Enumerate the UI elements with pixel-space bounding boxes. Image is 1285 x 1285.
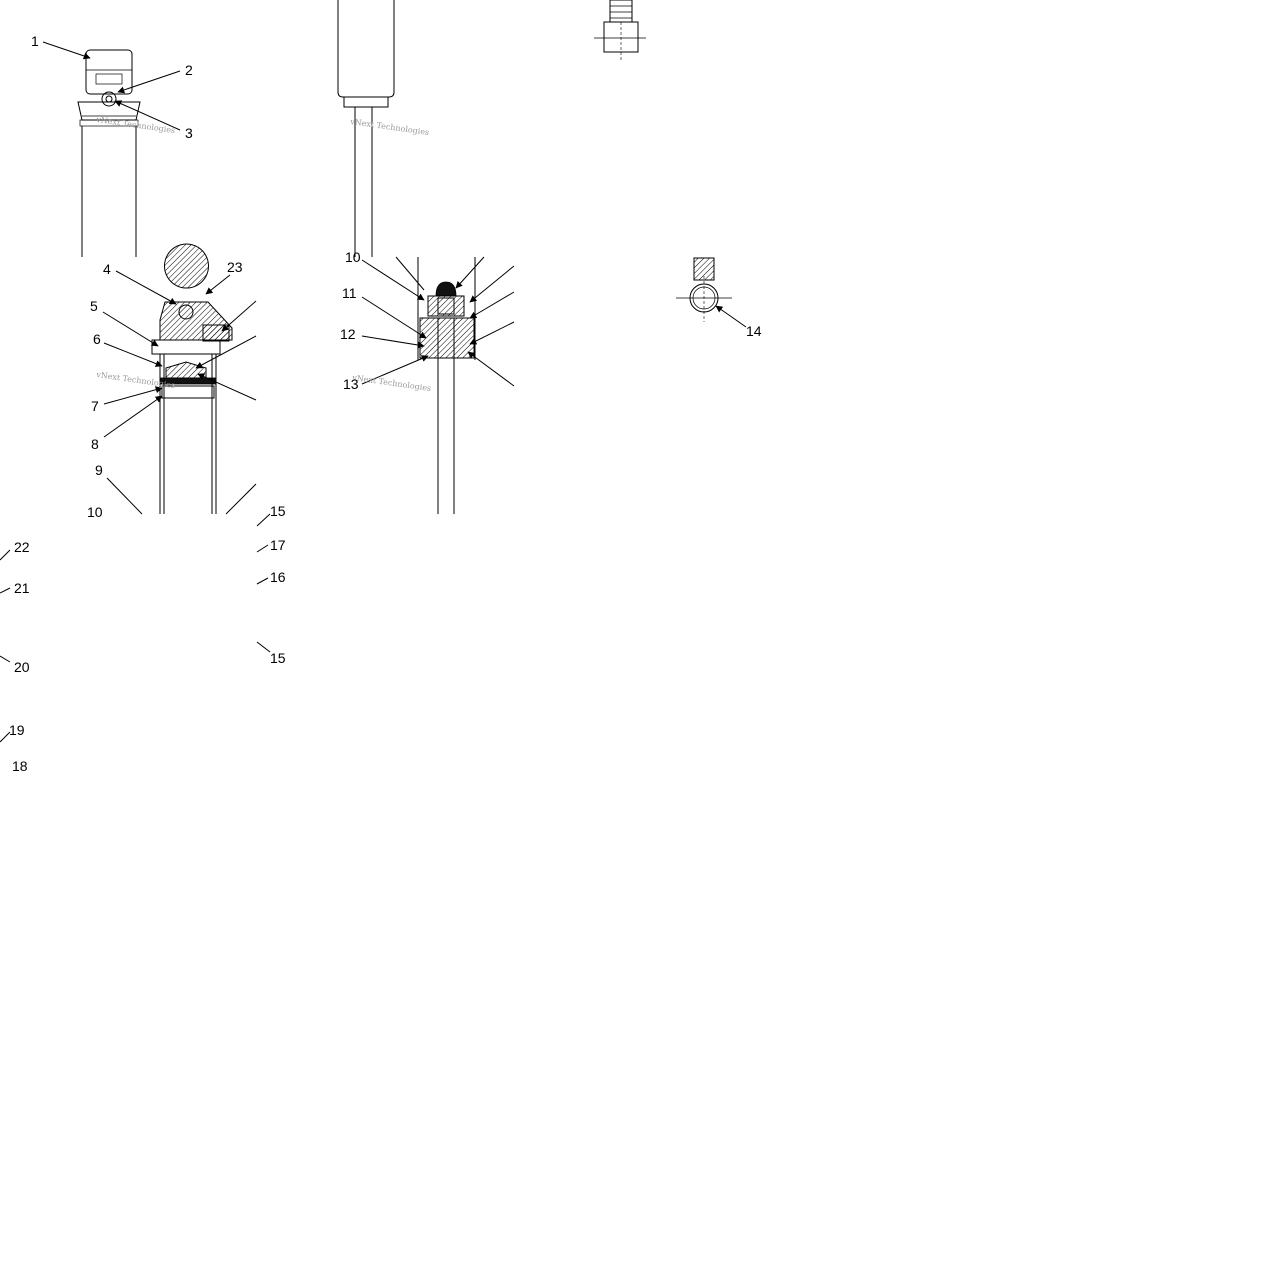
callout-12: 12 (340, 326, 356, 342)
callout-18: 18 (12, 758, 28, 774)
eye-detail (676, 257, 732, 322)
leader-lines (0, 41, 747, 743)
callout-5: 5 (90, 298, 98, 314)
callout-7: 7 (91, 398, 99, 414)
callout-10-left: 10 (87, 504, 103, 520)
callout-17: 17 (270, 537, 286, 553)
callout-19: 19 (9, 722, 25, 738)
callout-8: 8 (91, 436, 99, 452)
callout-3: 3 (185, 125, 193, 141)
top-fitting (594, 0, 646, 60)
watermark-1: vNext Technologies (95, 115, 176, 135)
callout-21: 21 (14, 580, 30, 596)
callout-15: 15 (270, 650, 286, 666)
callout-4: 4 (103, 261, 111, 277)
callout-1: 1 (31, 33, 39, 49)
shock-top-assembly (77, 49, 141, 257)
callout-14: 14 (746, 323, 762, 339)
callout-10-center: 10 (345, 249, 361, 265)
callout-13: 13 (343, 376, 359, 392)
section-view-rod (417, 257, 476, 514)
callout-23: 23 (227, 259, 243, 275)
callout-6: 6 (93, 331, 101, 347)
watermark-4: vNext Technologies (351, 373, 432, 393)
callout-labels: 1 2 3 4 5 6 7 8 9 10 23 10 11 12 13 14 2… (9, 33, 762, 774)
callout-9: 9 (95, 462, 103, 478)
watermark-2: vNext Technologies (349, 117, 430, 137)
callout-15-partial: 15 (270, 503, 286, 519)
callout-11: 11 (342, 285, 357, 301)
callout-2: 2 (185, 62, 193, 78)
shock-body-tube (337, 0, 395, 257)
callout-16: 16 (270, 569, 286, 585)
watermarks: vNext Technologies vNext Technologies vN… (95, 115, 432, 393)
callout-22: 22 (14, 539, 30, 555)
callout-20: 20 (14, 659, 30, 675)
